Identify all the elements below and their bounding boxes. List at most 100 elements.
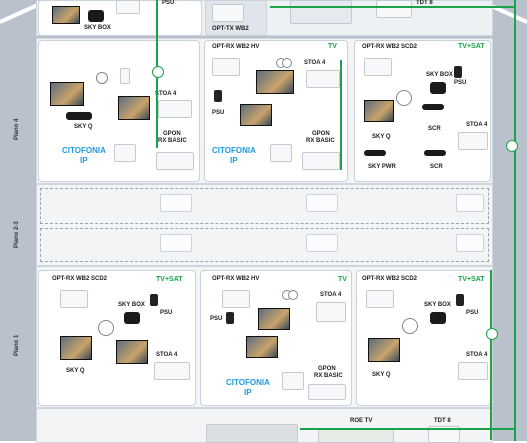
apt4-right-skybox-label: SKY BOX [426,72,453,78]
apt4-left-stoa-label: STOA 4 [155,91,177,97]
apt4-left-splitter [96,72,108,84]
basement-cabinet [206,424,298,443]
apt1-right-skyq-label: SKY Q [372,372,391,378]
roe-label: ROE TV [350,418,373,424]
opt-tx-label: OPT-TX WB2 [212,26,249,32]
apt4-left-cit1: CITOFONIA [62,146,106,155]
basement-green-link [300,428,514,430]
apt1-right-title: OPT-RX WB2 SCD2 [362,276,418,282]
apt4-left-cit2: IP [80,156,88,165]
floor3-row [40,188,489,224]
floor3-tile-3 [456,194,484,212]
apt4-mid-gpon-box [302,152,340,170]
apt1-mid-psu-label: PSU [210,316,223,322]
apt4-right-psu-icon [454,66,462,78]
apt4-right-tag: TV+SAT [458,43,485,50]
top-psu-label: PSU [162,0,175,6]
apt1-left-stoa-label: STOA 4 [156,352,178,358]
apt4-left-gpon-box [156,152,194,170]
apt1-left-tv1 [60,336,92,360]
apt1-left-skybox-icon [124,312,140,324]
apt4-left-skyq-label: SKY Q [74,124,93,130]
green-coil-top [506,140,518,152]
apt1-right-receiver [366,290,394,308]
apt4-left-tv2 [118,96,150,120]
apt1-right-tag: TV+SAT [458,276,485,283]
apt1-mid-tag: TV [338,276,347,283]
apt1-left-psu-label: PSU [160,310,173,316]
green-coil-apt4 [152,66,164,78]
apt1-mid-stoa-box [316,302,346,322]
apt4-right-skypwr-icon [364,150,386,156]
top-panel-box [290,0,352,24]
floor23-band [36,184,493,266]
top-skybox-label: SKY BOX [84,25,111,31]
apt1-right-psu-icon [456,294,464,306]
apt1-mid-cit2: IP [244,388,252,397]
apt4-mid-tv1 [256,70,294,94]
apt4-right-stoa-box [458,132,488,150]
apt1-left-skybox-label: SKY BOX [118,302,145,308]
apt1-left-receiver [60,290,88,308]
apt4-right-skyq-label: SKY Q [372,134,391,140]
tdt-bottom-label: TDT 8 [434,418,451,424]
apt4-right-stoa-label: STOA 4 [466,122,488,128]
apt1-left-skyq-label: SKY Q [66,368,85,374]
tdt-top-box [376,0,412,18]
top-tv-icon [52,6,80,24]
floor23-label: Piano 2-3 [14,221,20,248]
apt4-right-tv [364,100,394,122]
apt4-right-splitter [396,90,412,106]
apt4-right-title: OPT-RX WB2 SCD2 [362,44,418,50]
apt4-left-stoa-box [158,100,192,118]
apt1-mid-psu-icon [226,312,234,324]
apt4-mid-intercom [270,144,292,162]
apt1-mid-receiver [222,290,250,308]
apt4-mid-tv2 [240,104,272,126]
apt4-left-intercom [114,144,136,162]
apt4-mid-tag: TV [328,43,337,50]
apt1-left-tv2 [116,340,148,364]
apt4-left-gpon1: GPON [163,131,181,137]
apt1-left-stoa-box [154,362,190,380]
apt1-mid-cit1: CITOFONIA [226,378,270,387]
apt4-left-gpon2: RX BASIC [158,138,187,144]
apt4-left-socket [120,68,130,84]
floor3-tile-2 [306,194,338,212]
apt1-mid-stoa-label: STOA 4 [320,292,342,298]
floor4-label: Piano 4 [14,118,20,140]
floor3-tile-1 [160,194,192,212]
apt1-mid-gpon2: RX BASIC [314,373,343,379]
apt1-right-skybox-label: SKY BOX [424,302,451,308]
apt4-left-skyq [66,112,92,120]
apt1-mid-gpon1: GPON [318,366,336,372]
apt4-mid-stoa-box [306,70,340,88]
tdt-top-label: TDT 8 [416,0,433,6]
floor2-tile-2 [306,234,338,252]
apt4-mid-cit1: CITOFONIA [212,146,256,155]
apt1-right-tv [368,338,400,362]
floor1-green-riser [490,270,492,440]
apt4-mid-title: OPT-RX WB2 HV [212,44,260,50]
apt1-right-skybox-icon [430,312,446,324]
apt4-right-scr2-icon [424,150,446,156]
apt4-mid-gpon1: GPON [312,131,330,137]
apt4-left-tv1 [50,82,84,106]
apt1-mid-coil2 [288,290,298,300]
floor2-tile-3 [456,234,484,252]
mid-green-riser [340,60,342,170]
apt4-right-skypwr-label: SKY PWR [368,164,396,170]
apt4-mid-cit2: IP [230,156,238,165]
floor1-label: Piano 1 [14,334,20,356]
opt-tx-box [212,4,244,22]
apt1-mid-intercom [282,372,304,390]
apt4-mid-receiver [212,58,240,76]
green-coil-apt1 [486,328,498,340]
apt1-left-tag: TV+SAT [156,276,183,283]
apt1-left-title: OPT-RX WB2 SCD2 [52,276,108,282]
apt1-mid-tv2 [246,336,278,358]
top-switch-box [116,0,140,14]
floor2-tile-1 [160,234,192,252]
apt4-right-skybox-icon [430,82,446,94]
apt4-mid-gpon2: RX BASIC [306,138,335,144]
